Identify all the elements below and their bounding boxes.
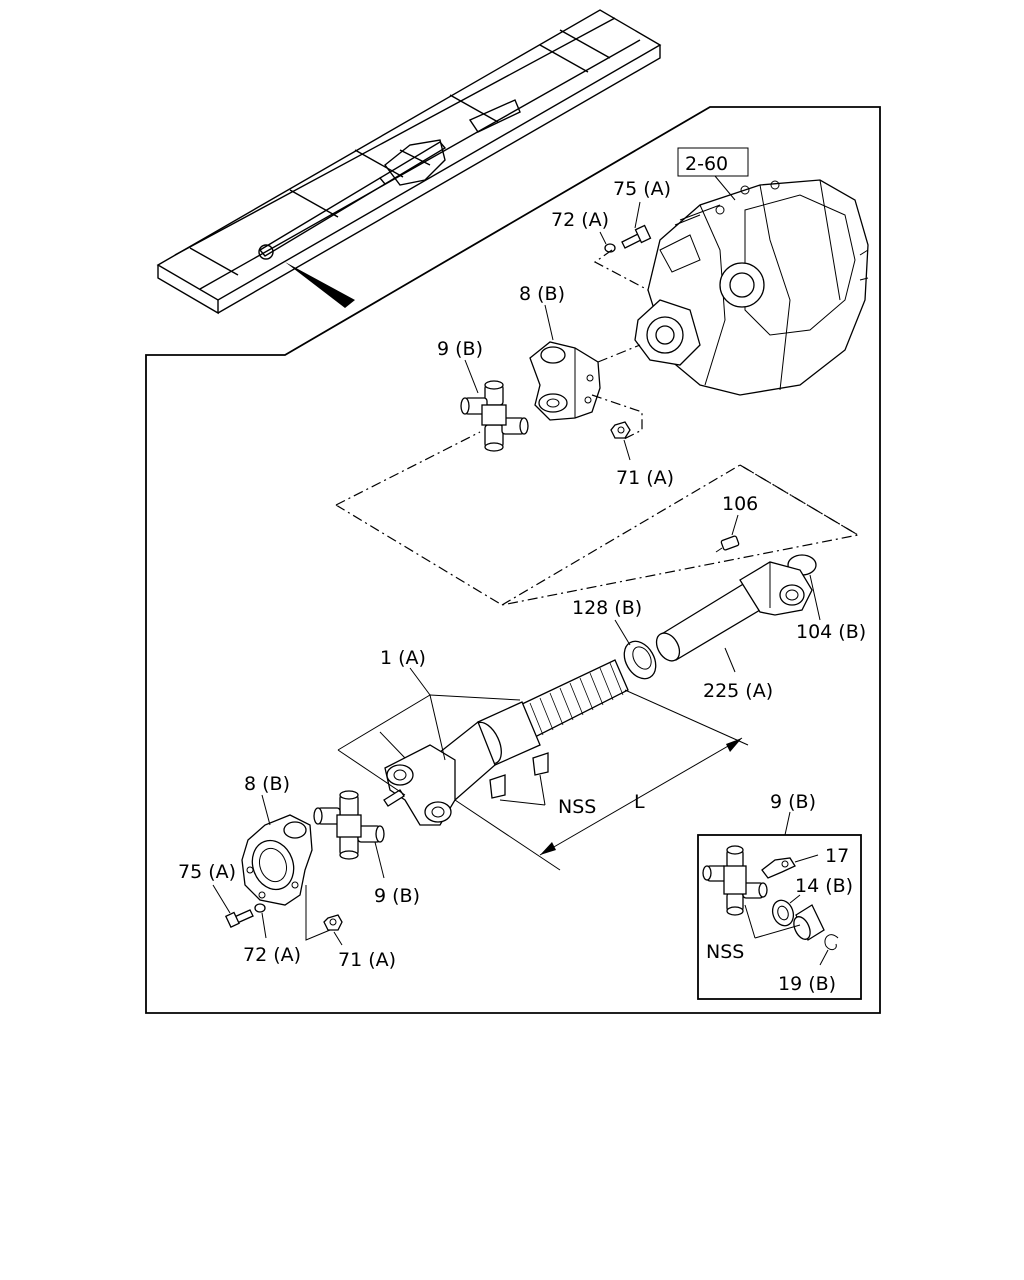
universal-joint-spider-9b-top [460, 380, 529, 452]
callout-72a-top: 72 (A) [551, 209, 609, 231]
grease-fitting-17 [761, 857, 796, 879]
flange-yoke-8b-top [529, 341, 601, 421]
nut-71a-bottom [323, 914, 343, 931]
chassis-overview [156, 9, 662, 315]
flange-yoke-8b-bottom [241, 814, 313, 906]
seal-14b [771, 899, 795, 927]
assembly-grouping-line [335, 431, 860, 606]
callout-19b: 19 (B) [778, 973, 836, 995]
callout-8b-bottom: 8 (B) [244, 773, 290, 795]
callout-72a-bottom: 72 (A) [243, 944, 301, 966]
dimension-label-l: L [634, 791, 645, 813]
dimension-l [454, 689, 749, 871]
callout-9b-top: 9 (B) [437, 338, 483, 360]
callout-75a-bottom: 75 (A) [178, 861, 236, 883]
callout-8b-top: 8 (B) [519, 283, 565, 305]
callout-14b: 14 (B) [795, 875, 853, 897]
callout-17: 17 [825, 845, 849, 867]
inset-title: 9 (B) [770, 791, 816, 813]
slip-yoke-225a [655, 561, 813, 662]
universal-joint-spider-9b-bottom [313, 790, 385, 860]
grease-fitting-106 [715, 535, 740, 553]
dust-seal-128b [623, 640, 657, 680]
snap-ring-19b [824, 934, 839, 951]
callout-71a-top: 71 (A) [616, 467, 674, 489]
callout-9b-bottom: 9 (B) [374, 885, 420, 907]
callout-104b: 104 (B) [796, 621, 866, 643]
inset-detail-box [697, 834, 862, 1000]
callout-71a-bottom: 71 (A) [338, 949, 396, 971]
reference-box-label: 2-60 [685, 153, 728, 175]
bolt-75a-bottom [224, 909, 254, 928]
reference-box [677, 147, 749, 177]
callout-225a: 225 (A) [703, 680, 773, 702]
callout-128b: 128 (B) [572, 597, 642, 619]
zoom-pointer [285, 262, 355, 308]
transmission-case [634, 179, 869, 396]
inset-spider-assembly [702, 845, 768, 916]
callout-75a-top: 75 (A) [613, 178, 671, 200]
callout-1a: 1 (A) [380, 647, 426, 669]
nut-71a-top [610, 421, 631, 439]
washer-72a-bottom [254, 903, 266, 913]
label-nss-inset: NSS [706, 941, 744, 963]
bolt-75a-top [621, 224, 652, 249]
bearing-cup [793, 904, 825, 941]
diagram-frame [145, 106, 881, 1014]
callout-106: 106 [722, 493, 758, 515]
label-nss-main: NSS [558, 796, 596, 818]
propeller-shaft-1a [383, 659, 629, 826]
